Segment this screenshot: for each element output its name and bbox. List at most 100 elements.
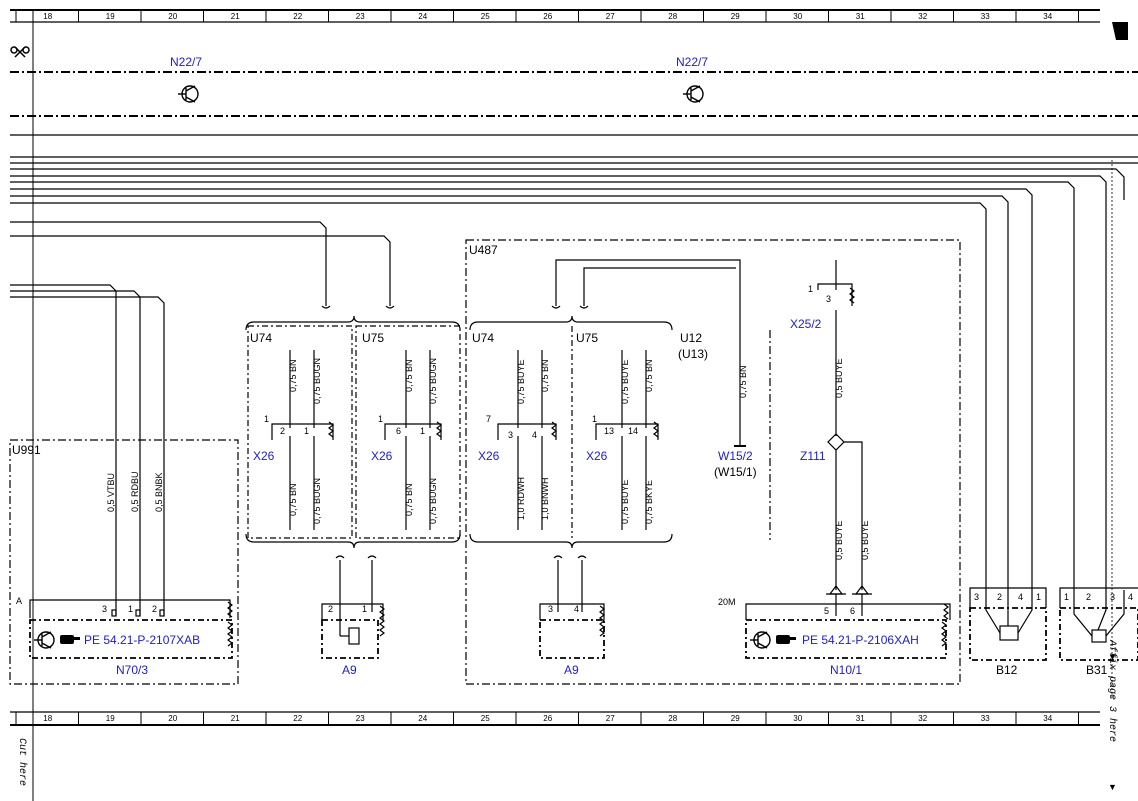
label-x26: X26 — [586, 449, 608, 463]
wire-label: 0,75 BN — [738, 365, 748, 398]
wire-label: 0,75 BUGN — [312, 478, 322, 524]
transistor-icon — [178, 85, 199, 103]
u487-box — [465, 239, 961, 685]
wire-label: 0,5 BUYE — [834, 520, 844, 560]
wire — [844, 441, 863, 590]
page-corner-icon — [1112, 22, 1128, 40]
shield-zigzag — [943, 603, 949, 620]
x26-connector — [384, 423, 442, 440]
wire — [1017, 590, 1033, 634]
pointing-hand-icon — [60, 635, 80, 644]
pin-number: 14 — [628, 426, 638, 436]
wire-label: 0,75 BN — [540, 359, 550, 392]
arrow-down-icon: ▼ — [1108, 652, 1117, 662]
x25-connector — [817, 283, 853, 306]
transistor-icon — [34, 631, 55, 649]
group-bracket-bottom — [469, 533, 673, 549]
ruler-top-column-number: 30 — [793, 12, 802, 21]
wire-break-mark — [579, 305, 589, 309]
label-connector-a: A — [16, 596, 22, 606]
pin-number: 1 — [592, 414, 597, 424]
bus-line — [10, 175, 1107, 560]
wire-break-mark — [335, 555, 345, 559]
ruler-bottom-column-number: 30 — [793, 714, 802, 723]
wire-label: 0,5 VTBU — [106, 473, 116, 512]
x26-connector — [497, 423, 557, 440]
b12-connector — [969, 587, 1047, 608]
x26-connector — [595, 423, 659, 440]
u991-box — [9, 439, 239, 685]
ruler-top-column-number: 22 — [293, 12, 302, 21]
ruler-top-column-number: 27 — [606, 12, 615, 21]
label-pe-left: PE 54.21-P-2107XAB — [84, 633, 200, 647]
pin-number: 4 — [574, 604, 579, 614]
label-z111: Z111 — [800, 449, 826, 463]
pin-number: 4 — [1128, 592, 1133, 602]
shield-zigzag — [849, 287, 855, 304]
pin-number: 3 — [974, 592, 979, 602]
wire-break-mark — [367, 555, 377, 559]
ruler-bottom-column-number: 34 — [1043, 714, 1052, 723]
label-x25-2: X25/2 — [790, 317, 822, 331]
label-b12: B12 — [996, 663, 1018, 677]
label-n10-1: N10/1 — [830, 663, 862, 677]
label-u74: U74 — [472, 331, 494, 345]
pin-number: 2 — [1086, 592, 1091, 602]
shield-zigzag — [436, 421, 442, 438]
pin-number: 1 — [378, 414, 383, 424]
label-a9-right: A9 — [564, 663, 579, 677]
pressure-sensor — [999, 625, 1019, 641]
ruler-bottom-column-number: 33 — [981, 714, 990, 723]
bus-line — [10, 290, 141, 610]
wire-break-mark — [577, 555, 587, 559]
wire-break-mark — [385, 305, 395, 309]
label-u991: U991 — [12, 443, 41, 457]
n10-box — [745, 619, 947, 659]
pin-number: 3 — [102, 604, 107, 614]
ruler-top-column-number: 26 — [543, 12, 552, 21]
pin-number: 6 — [396, 426, 401, 436]
bus-line — [10, 284, 117, 610]
ruler-bottom-column-number: 24 — [418, 714, 427, 723]
ruler-bottom-column-number: 23 — [356, 714, 365, 723]
wire-label: 0,75 BUGN — [312, 358, 322, 404]
label-u13: (U13) — [678, 347, 708, 361]
bus-line — [10, 296, 165, 610]
pin — [111, 609, 117, 617]
pin-number: 1 — [420, 426, 425, 436]
pin-number: 3 — [1110, 592, 1115, 602]
b31-connector — [1059, 587, 1138, 608]
pin-number: 3 — [548, 604, 553, 614]
ruler-bottom-column-number: 26 — [543, 714, 552, 723]
wire-label: 0,5 RDBU — [130, 471, 140, 512]
group-bracket-top — [245, 315, 461, 331]
ruler-top-column-number: 31 — [856, 12, 865, 21]
label-n22-7-left: N22/7 — [170, 55, 202, 69]
u74-box-left — [247, 325, 353, 539]
wire-label: 0,75 BN — [288, 359, 298, 392]
ruler-top-column-number: 33 — [981, 12, 990, 21]
wire — [1097, 560, 1107, 631]
pin-number: 1 — [808, 284, 813, 294]
pin-number: 4 — [532, 430, 537, 440]
label-w15-2: W15/2 — [718, 449, 753, 463]
ruler-bottom-column-number: 28 — [668, 714, 677, 723]
ruler-top-column-number: 28 — [668, 12, 677, 21]
u75-box-left — [355, 325, 461, 539]
pin-number: 13 — [604, 426, 614, 436]
x26-connector — [271, 423, 334, 440]
shield-zigzag — [653, 421, 659, 438]
ruler-top-column-number: 23 — [356, 12, 365, 21]
bus-line — [10, 195, 1009, 590]
pin-number: 3 — [508, 430, 513, 440]
pin-number: 2 — [152, 604, 157, 614]
label-u12: U12 — [680, 331, 702, 345]
ruler-bottom-column-number: 31 — [856, 714, 865, 723]
arrow-down-icon: ▼ — [1108, 782, 1117, 792]
n70-box — [29, 619, 233, 659]
shield-zigzag — [227, 621, 233, 647]
label-n22-7-right: N22/7 — [676, 55, 708, 69]
